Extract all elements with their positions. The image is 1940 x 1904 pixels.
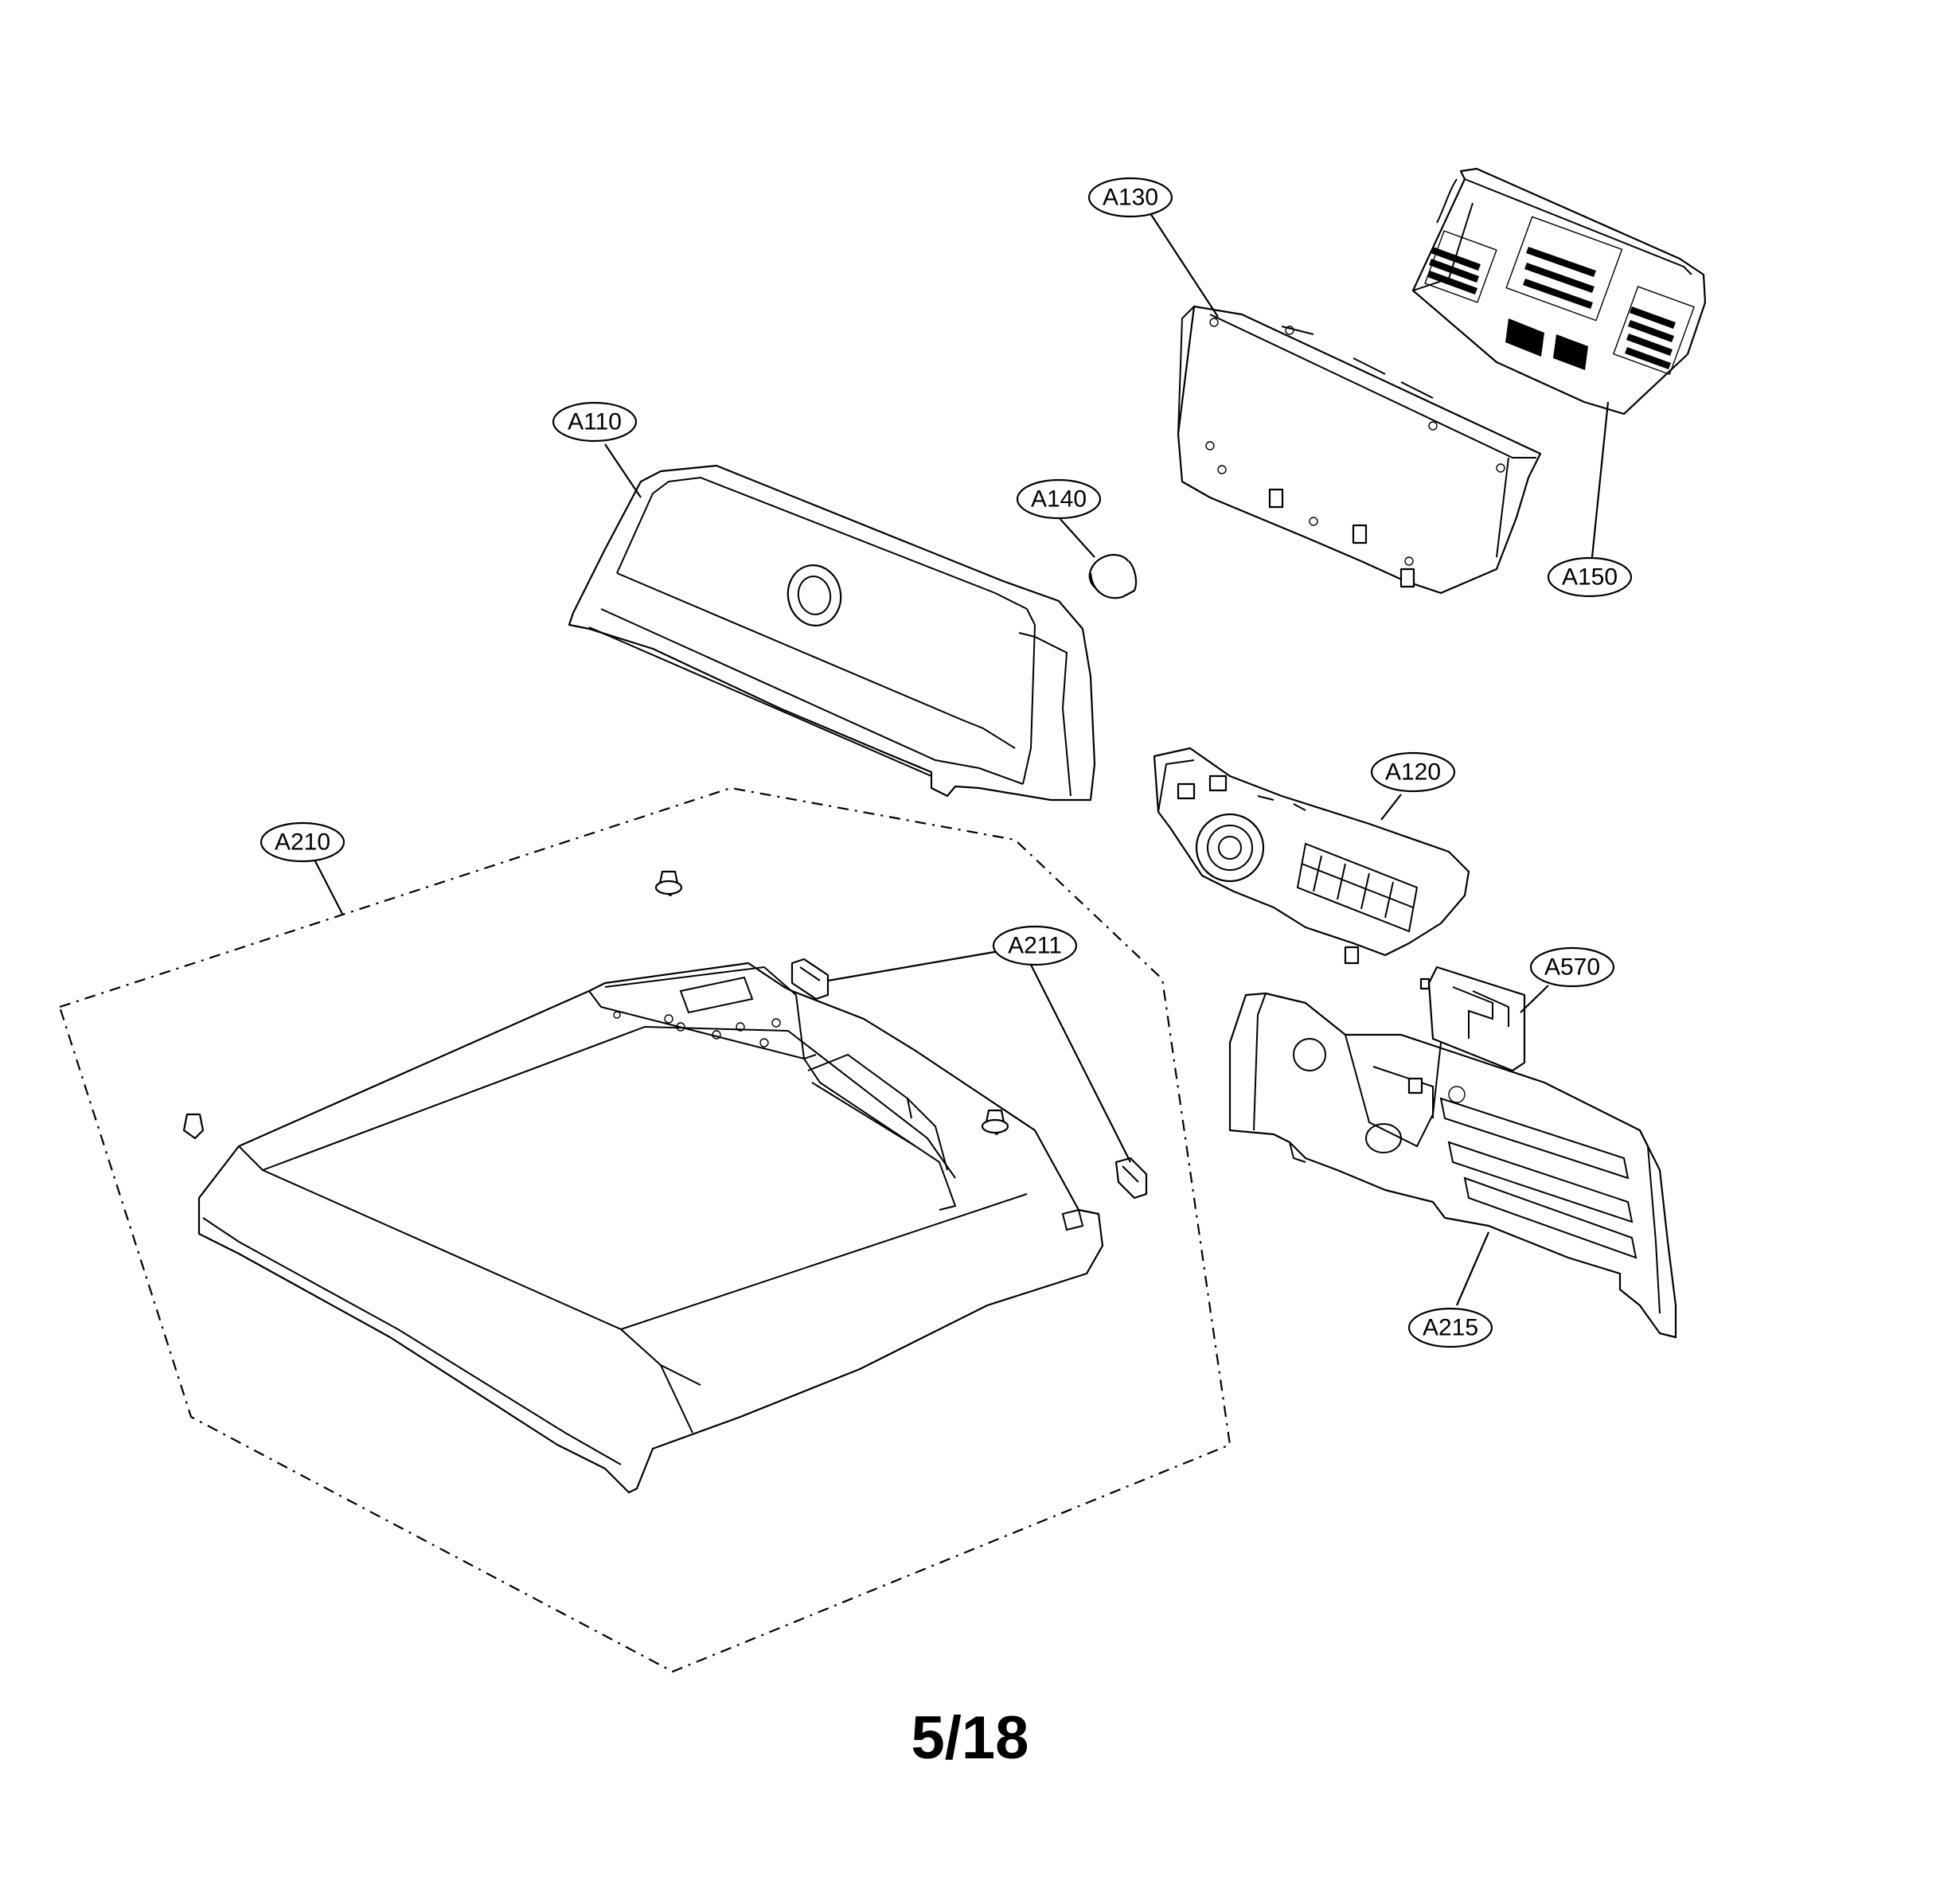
leader-a211-lower [1030,964,1131,1163]
leader-a150 [1591,401,1610,558]
part-a210-lid [197,962,1104,1494]
leader-a570 [1520,985,1549,1013]
callout-a215-label: A215 [1423,1315,1478,1341]
callout-a210: A210 [260,821,345,863]
part-a140-knob [1088,553,1138,599]
callout-a570: A570 [1529,946,1615,988]
part-a211-hinge-upper [790,958,829,1001]
leader-a130 [1150,213,1219,318]
leader-a120 [1380,794,1402,821]
part-a150-housing [1411,167,1707,416]
lid-pin-upper [654,870,683,897]
part-a110-control-panel [568,464,1096,802]
callout-a140: A140 [1016,478,1102,520]
callout-a150-label: A150 [1562,564,1618,591]
callout-a130-label: A130 [1103,185,1158,211]
callout-a210-label: A210 [275,829,330,856]
leader-a210 [314,859,343,915]
lid-pin-lower [182,1113,205,1140]
lid-pin-right [981,1109,1009,1136]
leader-a140 [1058,517,1095,558]
callout-a120-label: A120 [1385,759,1441,786]
leader-a215 [1455,1231,1490,1306]
callout-a130: A130 [1087,177,1173,218]
callout-a110: A110 [552,401,638,443]
part-a570-cover-plate [1419,966,1526,1072]
part-a130-pcb [1177,305,1542,595]
part-a215-rear-housing [1228,992,1677,1339]
callout-a120: A120 [1370,751,1456,793]
callout-a570-label: A570 [1544,954,1600,981]
part-a211-hinge-lower [1114,1157,1148,1200]
callout-a150: A150 [1547,556,1633,598]
page-number: 5/18 [911,1704,1029,1772]
callout-a211: A211 [992,925,1078,966]
leader-a211-upper [827,950,1000,982]
callout-a140-label: A140 [1031,486,1087,513]
callout-a215: A215 [1407,1307,1493,1348]
part-a120-sub-board [1153,747,1470,965]
callout-a110-label: A110 [568,409,622,435]
leader-a110 [604,443,642,498]
a210-assembly-boundary [58,786,1232,1673]
callout-a211-label: A211 [1008,933,1062,959]
